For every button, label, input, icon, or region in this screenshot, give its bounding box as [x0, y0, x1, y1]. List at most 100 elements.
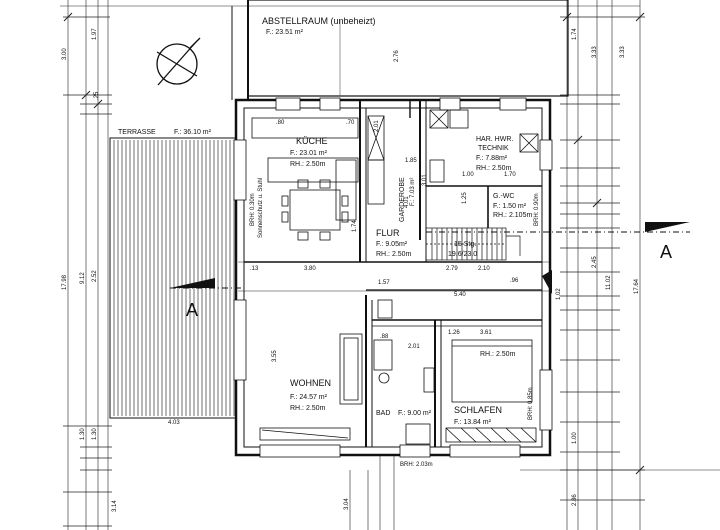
- hwr-label: HAR. HWR.: [476, 136, 513, 143]
- flur-height: RH.: 2.50m: [376, 251, 412, 258]
- dim-misc-8: 1.02: [556, 288, 562, 300]
- kueche-height: RH.: 2.50m: [290, 161, 326, 168]
- bad-label: BAD: [376, 410, 390, 417]
- gwc-label: G.-WC: [493, 193, 514, 200]
- section-marker-right: A: [660, 242, 672, 262]
- dim-misc-4: .13: [250, 266, 259, 272]
- living-furniture: [259, 333, 363, 441]
- kitchen-furniture: [251, 115, 385, 241]
- dim-right-d: 3.33: [620, 46, 626, 58]
- brh-note-kitchen: BRH: 0.30m: [250, 193, 256, 226]
- abstellraum-area: [231, 0, 569, 100]
- wardrobe-panel: [475, 427, 492, 443]
- section-line: [170, 231, 690, 289]
- dim-top-d: 3.33: [592, 46, 598, 58]
- brh-note-bedroom: BRH: 0.85m: [528, 387, 534, 420]
- dim-misc-2: .70: [346, 120, 355, 126]
- stairs: [425, 227, 521, 261]
- sonnenschutz-note: Sonnenschutz u. Stuhl: [258, 178, 264, 238]
- garderobe-label: GARDEROBE: [399, 177, 406, 222]
- wohnen-label: WOHNEN: [290, 378, 331, 388]
- dim-mid-b: 2.79: [446, 266, 458, 272]
- wardrobe-panel: [460, 427, 477, 443]
- wohnen-area: F.: 24.57 m²: [290, 394, 328, 401]
- dim-right-total: 17.64: [634, 278, 640, 294]
- dim-kitchen-b: 1.85: [405, 158, 417, 164]
- dim-bottom-c: 3.04: [344, 498, 350, 510]
- gwc-area: F.: 1.50 m²: [493, 203, 527, 210]
- stairs-dim: 4.01: [404, 196, 410, 208]
- schlafen-label: SCHLAFEN: [454, 405, 502, 415]
- wohnen-height: RH.: 2.50m: [290, 405, 326, 412]
- dim-bath-c: 1.26: [448, 330, 460, 336]
- kueche-area: F.: 23.01 m²: [290, 150, 328, 157]
- dim-terrace-width: 4.03: [168, 420, 180, 426]
- abstellraum-height: 2.76: [394, 50, 400, 62]
- dim-misc-7: .96: [510, 278, 519, 284]
- wardrobe-panel: [505, 427, 522, 443]
- dim-top-b: 1.97: [92, 28, 98, 40]
- gwc-height: RH.: 2.105m: [493, 212, 532, 219]
- section-marker-left: A: [186, 300, 198, 320]
- dim-bath-b: 2.01: [408, 344, 420, 350]
- abstellraum-area: F.: 23.51 m²: [266, 29, 304, 36]
- dim-top-a: 3.00: [62, 48, 68, 60]
- hwr-height: RH.: 2.50m: [476, 165, 512, 172]
- dim-misc-9: 1.30: [80, 428, 86, 440]
- stairs-steps: 15 Stg.: [454, 241, 476, 248]
- dim-left-total: 17.98: [62, 274, 68, 290]
- dim-misc-5: .25: [94, 91, 100, 100]
- dim-kitchen-d: 1.74: [352, 220, 358, 232]
- brh-note-wc: BRH: 0.90m: [534, 193, 540, 226]
- terrasse-label: TERRASSE: [118, 129, 156, 136]
- dim-right-c: 2.45: [592, 256, 598, 268]
- flur-area: F.: 9.05m²: [376, 241, 408, 248]
- dim-hwr-a: 1.00: [462, 172, 474, 178]
- dim-bottom-e: 1.00: [572, 432, 578, 444]
- dim-bottom-d: 1.30: [92, 428, 98, 440]
- stairs-ratio: 19.6/23.0: [448, 251, 477, 258]
- dim-hwr-b: 1.70: [504, 172, 516, 178]
- section-arrow-right-icon: [645, 222, 690, 232]
- hwr-area: F.: 7.88m²: [476, 155, 508, 162]
- bedroom-furniture: [445, 339, 537, 443]
- dim-misc-3: .88: [380, 334, 389, 340]
- brh-note-bottom: BRH: 2.03m: [400, 462, 433, 468]
- kueche-label: KÜCHE: [296, 136, 328, 146]
- dim-bottom-a: 2.86: [572, 494, 578, 506]
- wardrobe-panel: [490, 427, 507, 443]
- flur-label: FLUR: [376, 228, 400, 238]
- bath-fixtures: [373, 299, 435, 445]
- dim-kitchen-c: 3.01: [422, 174, 428, 186]
- schlafen-area: F.: 13.84 m²: [454, 419, 492, 426]
- hwr-label-2: TECHNIK: [478, 145, 509, 152]
- dim-left-c: 2.52: [92, 270, 98, 282]
- section-arrow-small-icon: [542, 270, 552, 294]
- dimension-lines: [60, 0, 720, 530]
- dim-mid-a: 3.80: [304, 266, 316, 272]
- dim-bath-a: 3.61: [480, 330, 492, 336]
- bad-area: F.: 9.00 m²: [398, 410, 432, 417]
- section-arrow-left-icon: [170, 278, 215, 288]
- dim-mid-d: 2.10: [478, 266, 490, 272]
- dim-misc-1: .80: [276, 120, 285, 126]
- hwr-equipment: [429, 109, 539, 183]
- dim-bottom-b: 3.14: [112, 500, 118, 512]
- dim-right-b: 11.02: [606, 275, 612, 290]
- dim-kitchen-a: 2.01: [374, 120, 380, 132]
- schlafen-height: RH.: 2.50m: [480, 351, 516, 358]
- terrasse-area: F.: 36.10 m²: [174, 129, 212, 136]
- dim-left-b: 9.12: [80, 272, 86, 284]
- dim-hwr-c: 1.25: [462, 192, 468, 204]
- wardrobe-panel: [445, 427, 462, 443]
- dim-top-c: 1.74: [572, 28, 578, 40]
- abstellraum-label: ABSTELLRAUM (unbeheizt): [262, 16, 376, 26]
- dim-mid-c: 5.40: [454, 292, 466, 298]
- garderobe-area: F.: 7.03 m²: [410, 178, 416, 206]
- wardrobe-panel: [520, 427, 537, 443]
- terrasse-deck: [109, 137, 237, 419]
- north-arrow-icon: [156, 37, 201, 86]
- dim-misc-6: 1.57: [378, 280, 390, 286]
